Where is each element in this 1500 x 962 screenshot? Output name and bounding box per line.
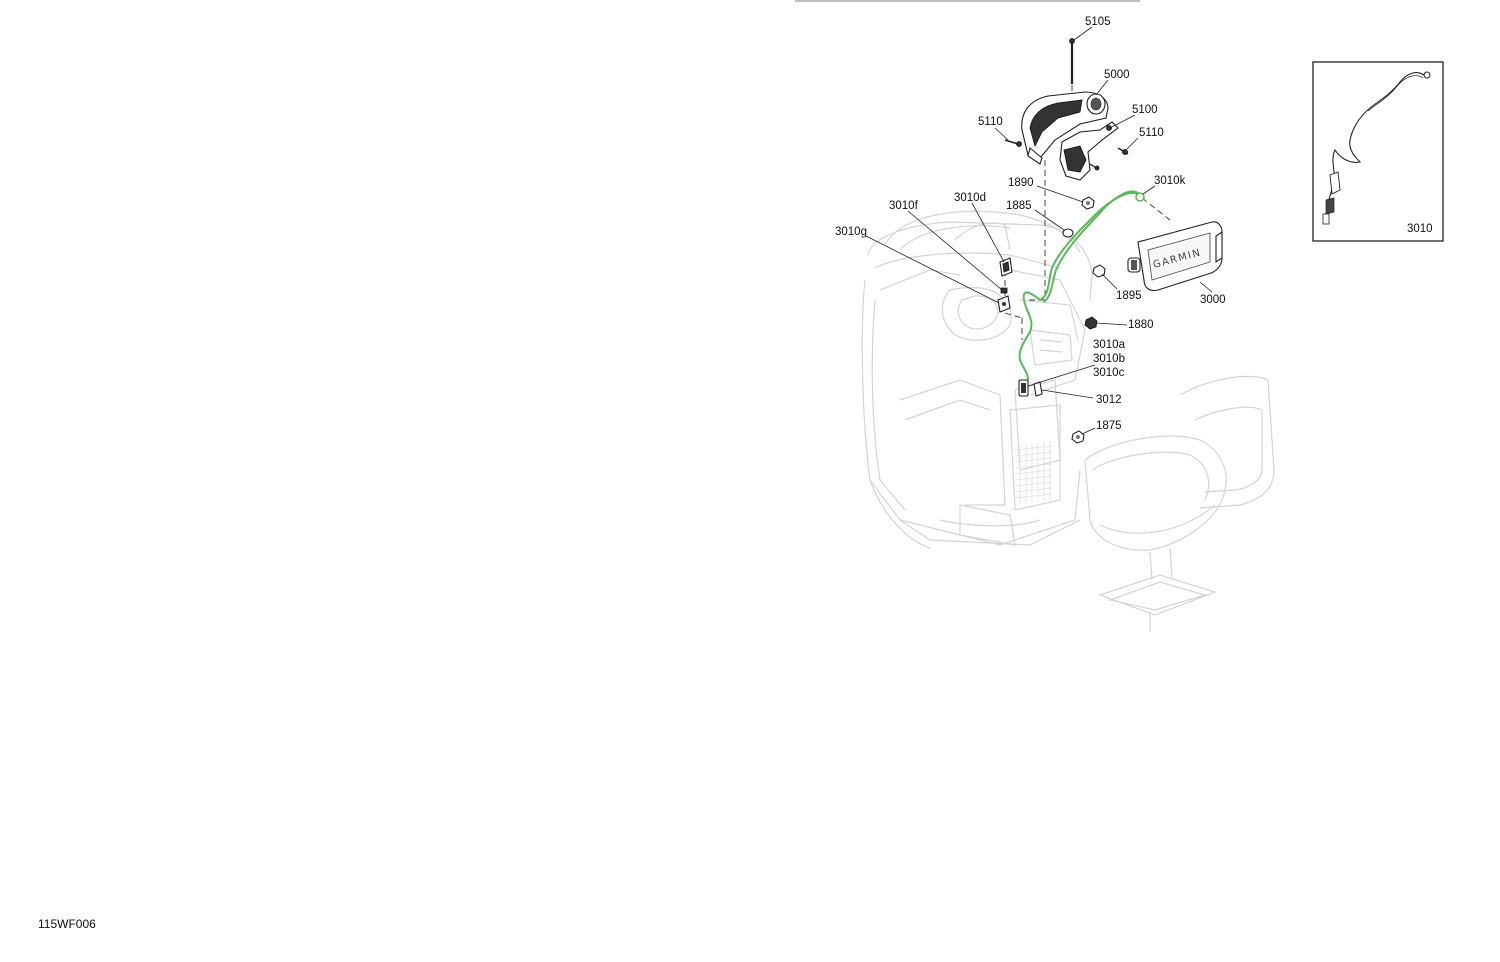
wiring-harness-3010 [1018, 190, 1145, 381]
part-3010f-fitting [1000, 287, 1008, 294]
label-3010b: 3010b [1093, 353, 1125, 365]
label-3010f: 3010f [889, 200, 919, 212]
part-5100-mount [1059, 121, 1119, 181]
label-1880: 1880 [1128, 319, 1154, 331]
part-5110-screws [1004, 139, 1129, 171]
label-3010g: 3010g [835, 226, 867, 238]
callout-leaders [865, 26, 1213, 435]
label-5110-right: 5110 [1139, 127, 1164, 139]
drawing-code: 115WF006 [38, 917, 96, 931]
label-1895: 1895 [1116, 290, 1142, 302]
part-1880-fastener [1084, 316, 1098, 330]
label-3000: 3000 [1200, 294, 1226, 306]
part-1890-nut [1081, 196, 1095, 210]
console-ghost-drawing [861, 210, 1093, 549]
label-5100: 5100 [1132, 104, 1158, 116]
label-3010k: 3010k [1154, 175, 1186, 187]
label-1890: 1890 [1008, 177, 1034, 189]
part-3010g-fitting [997, 295, 1011, 313]
label-5105: 5105 [1085, 16, 1111, 28]
part-5000-housing [1021, 91, 1109, 165]
part-3000-garmin-display: GARMIN [1127, 221, 1223, 292]
label-3010d: 3010d [954, 192, 986, 204]
part-1885-washer [1062, 228, 1074, 238]
inset-harness-3010: 3010 [1312, 61, 1444, 242]
part-5105-rod [1069, 38, 1075, 84]
part-3010abc-connector [1018, 379, 1029, 397]
label-3010a: 3010a [1093, 339, 1126, 351]
part-1875-nut [1071, 430, 1085, 444]
part-3010d-connector [999, 257, 1013, 277]
label-1875: 1875 [1096, 420, 1122, 432]
label-1885: 1885 [1006, 200, 1032, 212]
label-5000: 5000 [1104, 69, 1130, 81]
callout-labels: 5105 5000 5100 5110 5110 1890 1885 3010k… [835, 16, 1226, 432]
seat-ghost-drawing [1084, 375, 1275, 632]
inset-label-3010: 3010 [1407, 223, 1433, 235]
label-3012: 3012 [1096, 394, 1122, 406]
label-3010c: 3010c [1093, 367, 1125, 379]
label-5110-left: 5110 [978, 116, 1003, 128]
